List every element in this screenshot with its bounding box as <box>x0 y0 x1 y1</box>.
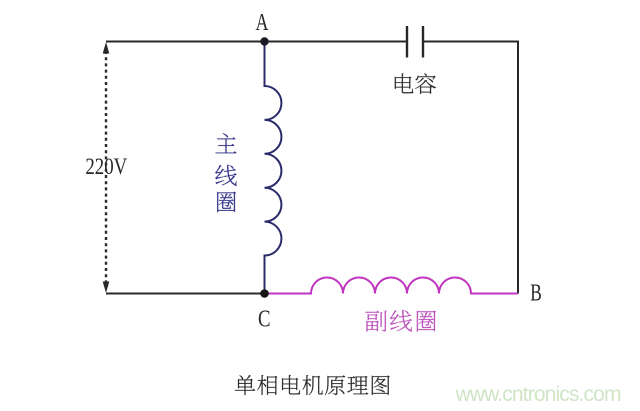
svg-text:B: B <box>530 279 542 307</box>
svg-text:A: A <box>256 9 270 36</box>
svg-text:220V: 220V <box>85 153 127 179</box>
svg-text:C: C <box>258 305 270 332</box>
svg-text:www.cntronics.com: www.cntronics.com <box>455 383 622 406</box>
